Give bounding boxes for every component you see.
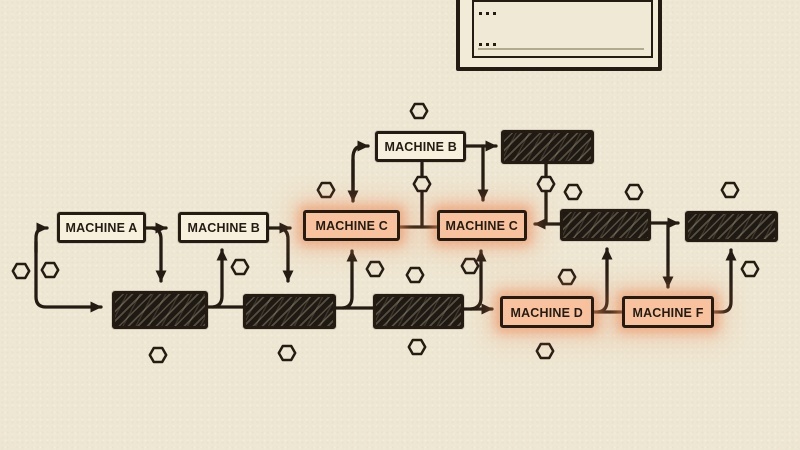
cutoff-panel-inner <box>472 0 653 58</box>
redacted-box-mid <box>560 209 651 241</box>
machine-c-right-label: MACHINE C <box>445 218 519 233</box>
redacted-box-3 <box>373 294 464 329</box>
redacted-box-top <box>501 130 594 164</box>
machine-d-node: MACHINE D <box>500 296 594 328</box>
hexagon-icon <box>277 344 297 362</box>
redacted-box-2 <box>243 294 336 329</box>
wire-f-to-rightblack <box>712 248 737 314</box>
wire-left-rail-into-box1 <box>34 240 103 313</box>
wire-up-into-c2-bottom <box>469 249 487 311</box>
hexagon-icon <box>460 257 480 275</box>
hexagon-icon <box>40 261 60 279</box>
machine-c-right-node: MACHINE C <box>437 210 527 241</box>
panel-divider-line <box>478 48 644 50</box>
hexagon-icon <box>407 338 427 356</box>
machine-b-top-node: MACHINE B <box>375 131 466 162</box>
hexagon-icon <box>316 181 336 199</box>
machine-b-main-node: MACHINE B <box>178 212 269 243</box>
hexagon-icon <box>230 258 250 276</box>
machine-a-label: MACHINE A <box>65 220 138 235</box>
machine-f-node: MACHINE F <box>622 296 714 328</box>
machine-c-left-node: MACHINE C <box>303 210 400 241</box>
ellipsis-dots-row-2 <box>479 43 496 46</box>
wire-up-into-b <box>211 248 228 309</box>
hexagon-icon <box>11 262 31 280</box>
machine-b-top-label: MACHINE B <box>384 139 457 154</box>
wire-left-rail-into-a <box>34 222 49 254</box>
hexagon-icon <box>624 183 644 201</box>
hexagon-icon <box>535 342 555 360</box>
hexagon-icon <box>720 181 740 199</box>
redacted-box-1 <box>112 291 208 329</box>
hexagon-icon <box>409 102 429 120</box>
hexagon-icon <box>557 268 577 286</box>
machine-f-label: MACHINE F <box>632 304 704 320</box>
wire-up-into-c1-bottom <box>341 249 358 310</box>
hexagon-icon <box>536 175 556 193</box>
machine-d-label: MACHINE D <box>510 304 584 320</box>
ellipsis-dots-row-1 <box>479 12 496 15</box>
wire-up-into-btop <box>351 140 370 200</box>
wire-branch-down-box1 <box>150 226 167 283</box>
hexagon-icon <box>365 260 385 278</box>
machine-a-node: MACHINE A <box>57 212 146 243</box>
wire-up-into-midblack <box>596 247 613 314</box>
hexagon-icon <box>563 183 583 201</box>
redacted-box-right <box>685 211 778 242</box>
cutoff-panel-frame <box>456 0 662 71</box>
hexagon-icon <box>412 175 432 193</box>
hexagon-icon <box>148 346 168 364</box>
machine-b-main-label: MACHINE B <box>187 220 260 235</box>
hexagon-icon <box>740 260 760 278</box>
hexagon-icon <box>405 266 425 284</box>
hexagon-icons <box>11 102 760 364</box>
machine-c-left-label: MACHINE C <box>315 218 388 233</box>
wire-branch-down-box2 <box>277 226 294 283</box>
